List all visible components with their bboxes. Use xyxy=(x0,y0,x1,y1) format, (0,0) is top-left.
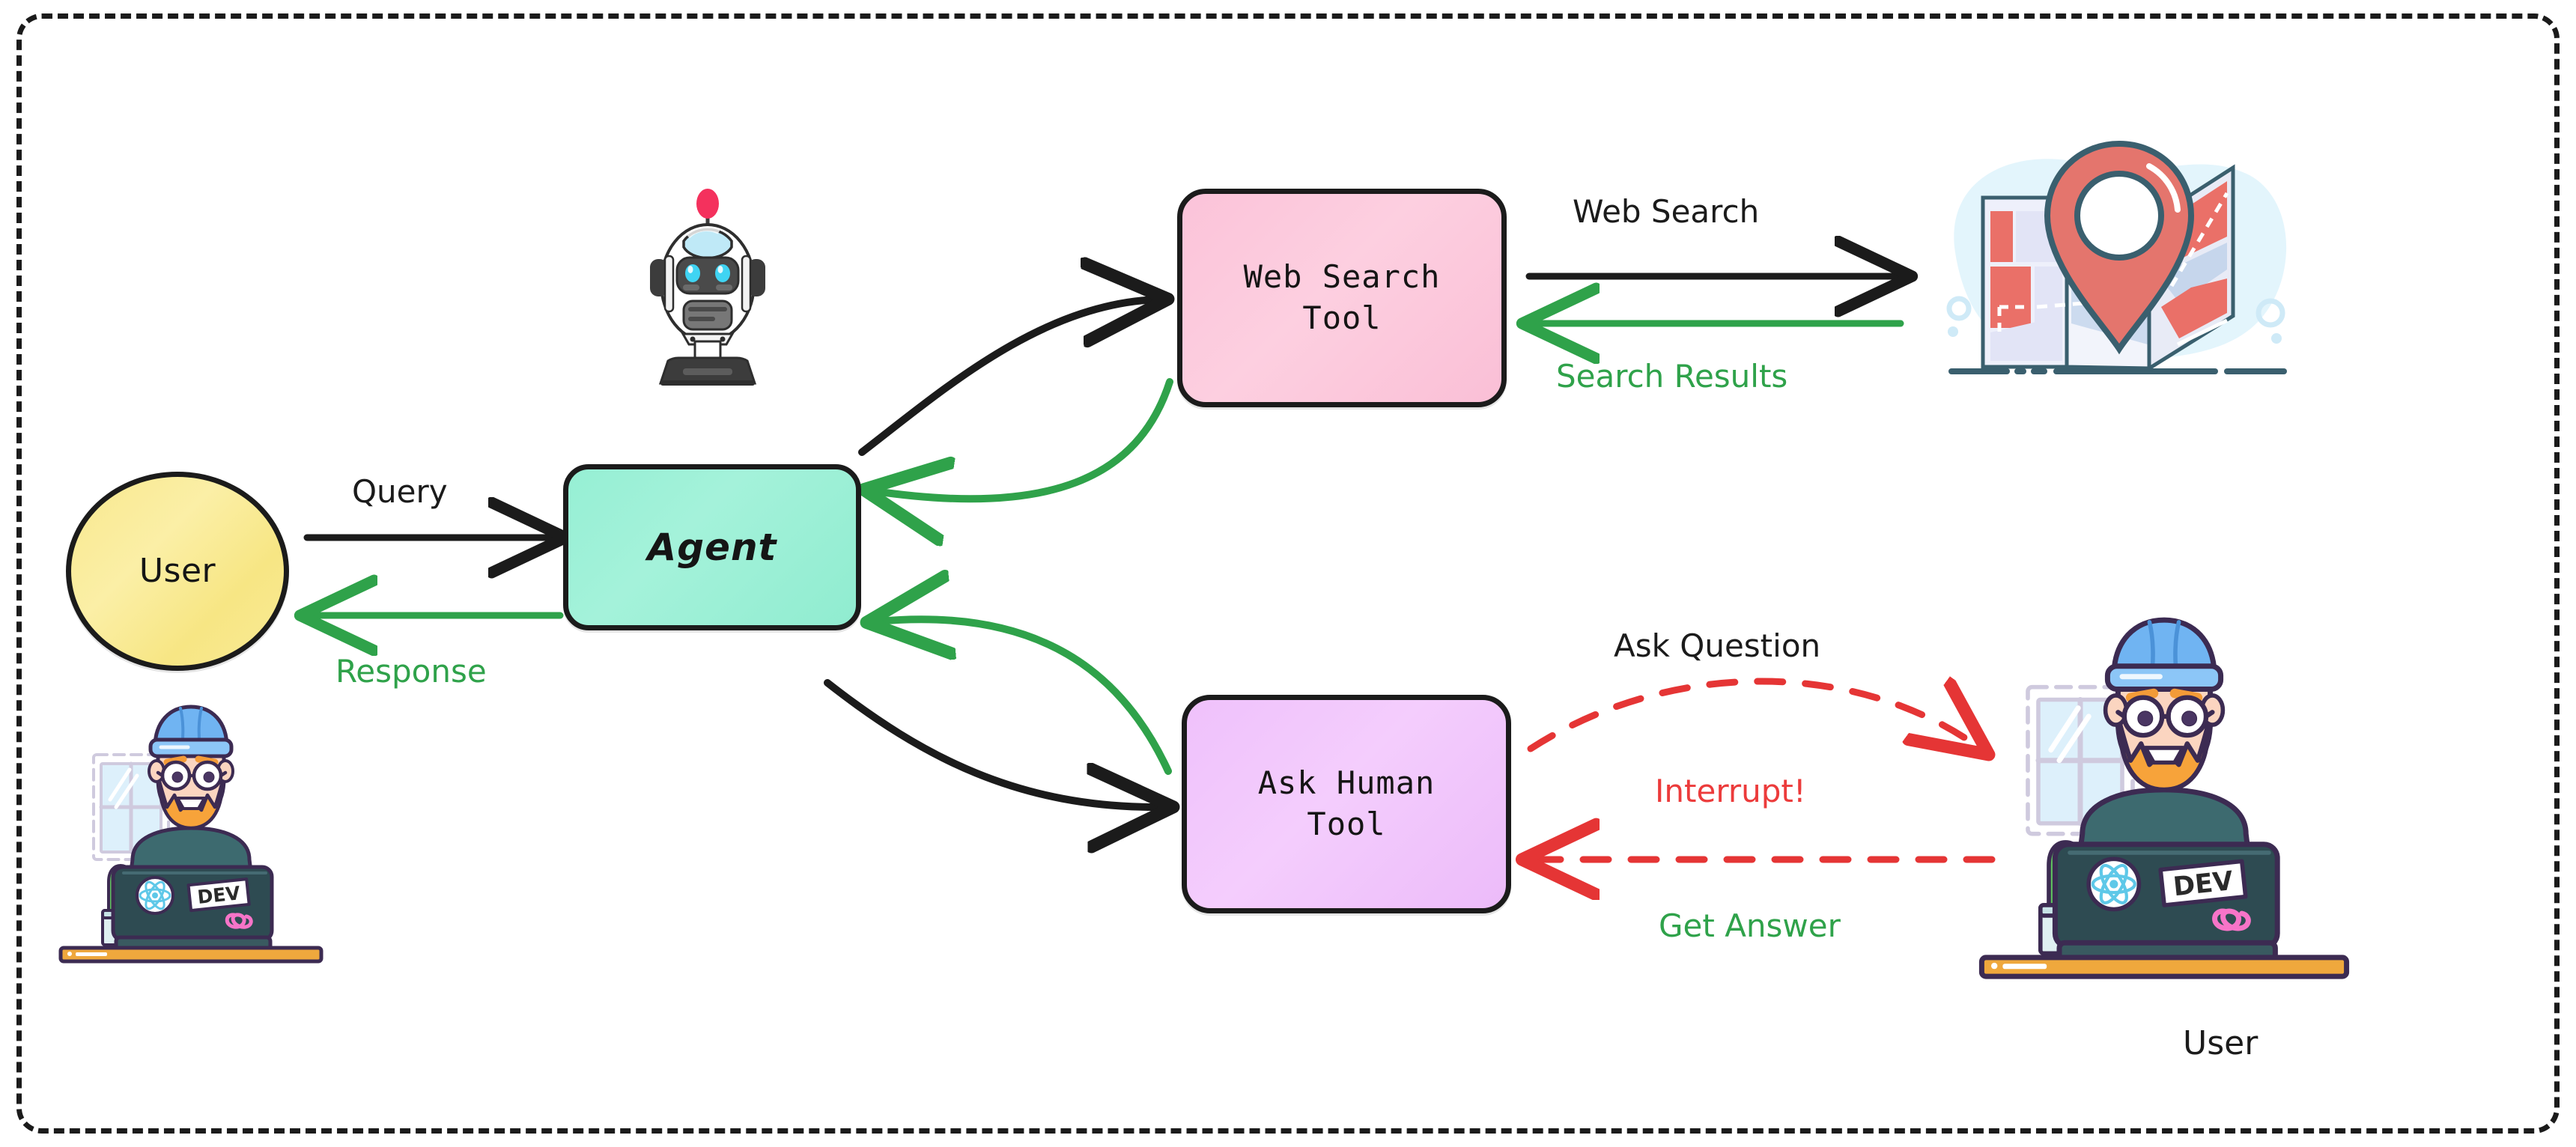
diagram-frame-border xyxy=(16,13,2560,1134)
node-ask-human-line1: Ask Human xyxy=(1257,764,1436,802)
edge-label-web-search: Web Search xyxy=(1573,193,1760,230)
edge-label-interrupt: Interrupt! xyxy=(1655,773,1806,809)
node-ask-human-tool-label: Ask Human Tool xyxy=(1258,763,1436,845)
edge-label-get-answer: Get Answer xyxy=(1659,907,1841,944)
developer-at-laptop-illustration: DEV xyxy=(1978,617,2350,979)
dev-sticker-label: DEV xyxy=(196,882,242,908)
node-ask-human-line2: Tool xyxy=(1307,806,1386,842)
node-web-search-tool[interactable]: Web Search Tool xyxy=(1177,189,1507,407)
developer-at-laptop-illustration: DEV xyxy=(58,705,323,964)
edge-label-ask-question: Ask Question xyxy=(1614,627,1821,664)
edge-label-search-results: Search Results xyxy=(1556,358,1788,395)
node-web-search-tool-label: Web Search Tool xyxy=(1244,257,1441,338)
dev-sticker-label: DEV xyxy=(2172,866,2235,902)
robot-icon xyxy=(650,189,765,386)
edge-label-response: Response xyxy=(335,653,487,690)
node-web-search-line1: Web Search xyxy=(1243,258,1441,296)
node-web-search-line2: Tool xyxy=(1302,299,1382,336)
node-ask-human-tool[interactable]: Ask Human Tool xyxy=(1182,695,1511,913)
node-user-label: User xyxy=(139,552,216,591)
edge-label-query: Query xyxy=(352,473,448,510)
label-user-right: User xyxy=(2183,1024,2258,1062)
node-agent[interactable]: Agent xyxy=(563,464,861,630)
node-agent-label: Agent xyxy=(647,525,777,569)
node-user[interactable]: User xyxy=(66,472,289,671)
map-location-icon xyxy=(1946,140,2287,374)
